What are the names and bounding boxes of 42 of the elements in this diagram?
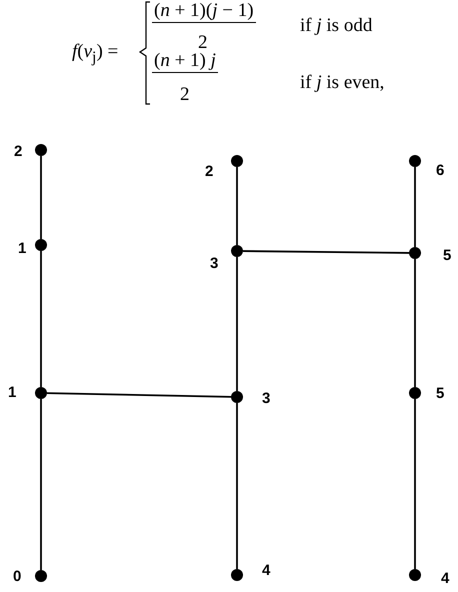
condition-text: if j is odd <box>300 15 372 37</box>
graph-edge <box>46 392 232 398</box>
fraction-denominator: 2 <box>180 84 190 106</box>
vertex-label: 0 <box>13 568 22 585</box>
vertex-dot <box>231 245 243 257</box>
vertex-label: 2 <box>205 163 214 180</box>
vertex-dot <box>35 387 47 399</box>
graph-edge <box>236 167 238 245</box>
vertex-dot <box>231 569 243 581</box>
graph-edge <box>236 403 238 569</box>
vertex-dot <box>409 155 421 167</box>
vertex-label: 1 <box>8 384 16 401</box>
vertex-dot <box>409 387 421 399</box>
vertex-label: 6 <box>436 162 444 179</box>
condition-text: if j is even, <box>300 72 384 94</box>
graph-edge <box>40 251 42 387</box>
vertex-label: 4 <box>262 562 270 579</box>
graph-edge <box>236 257 238 391</box>
vertex-dot <box>35 239 47 251</box>
graph-edge <box>40 156 42 239</box>
function-label: f(v$_{j}$) = <box>72 41 118 68</box>
vertex-label: 5 <box>436 385 444 402</box>
vertex-label: 3 <box>210 255 218 272</box>
graph-edge <box>40 399 42 570</box>
vertex-dot <box>409 569 421 581</box>
vertex-dot <box>35 144 47 156</box>
fraction-numerator: (n + 1) j <box>152 50 218 73</box>
graph-edge <box>414 259 416 387</box>
vertex-label: 5 <box>443 247 452 264</box>
vertex-dot <box>35 570 47 582</box>
graph-edge <box>414 167 416 247</box>
vertex-label: 1 <box>18 240 26 257</box>
vertex-label: 2 <box>14 143 22 160</box>
fraction-denominator: 2 <box>198 32 208 53</box>
graph-edge <box>414 399 416 569</box>
vertex-dot <box>231 155 243 167</box>
graph-edge <box>242 250 410 254</box>
vertex-dot <box>231 391 243 403</box>
vertex-label: 4 <box>441 570 450 587</box>
vertex-dot <box>409 247 421 259</box>
vertex-label: 3 <box>262 390 270 407</box>
fraction-numerator: (n + 1)(j − 1) <box>152 0 256 23</box>
